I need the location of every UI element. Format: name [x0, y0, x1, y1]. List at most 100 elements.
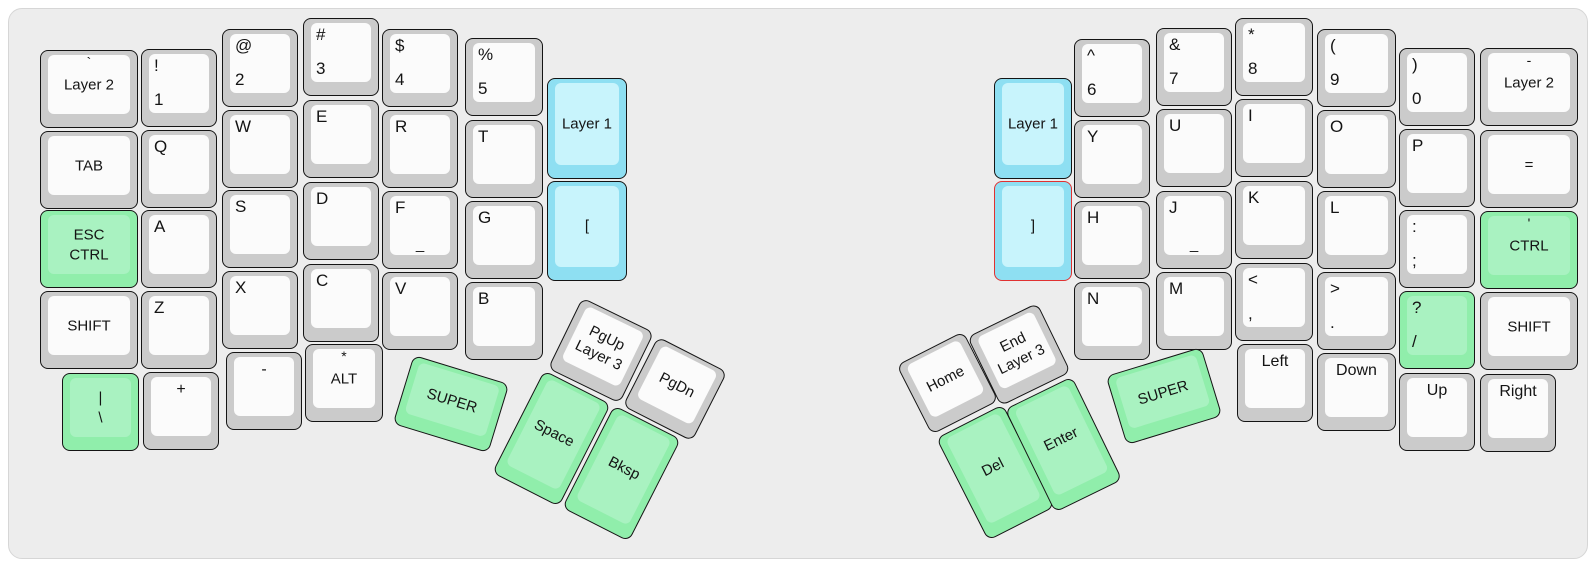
keytop [149, 54, 209, 113]
keytop [473, 206, 535, 265]
key-left-bracket[interactable]: [ [547, 181, 627, 281]
keytop [1002, 83, 1064, 165]
keytop [1325, 196, 1388, 255]
keytop [390, 34, 450, 93]
keytop [1325, 277, 1388, 336]
key-x[interactable]: X [222, 271, 298, 349]
key-e[interactable]: E [303, 100, 379, 178]
key-colon-semicolon[interactable]: :; [1399, 210, 1475, 288]
key-minus[interactable]: - [226, 352, 302, 430]
key-t[interactable]: T [465, 120, 543, 198]
keytop [1488, 216, 1570, 275]
key-v[interactable]: V [382, 272, 458, 350]
keytop [976, 310, 1058, 391]
key-question-slash[interactable]: ?/ [1399, 291, 1475, 369]
key-asterisk-alt[interactable]: *ALT [305, 344, 383, 422]
key-layer1-right[interactable]: Layer 1 [994, 78, 1072, 179]
key-shift-left[interactable]: SHIFT [40, 291, 138, 369]
key-amp-7[interactable]: &7 [1156, 28, 1232, 106]
key-n[interactable]: N [1074, 282, 1150, 360]
key-esc-ctrl[interactable]: ESC CTRL [40, 210, 138, 288]
keytop [390, 277, 450, 336]
key-d[interactable]: D [303, 182, 379, 260]
key-s[interactable]: S [222, 190, 298, 268]
key-percent-5[interactable]: %5 [465, 38, 543, 116]
key-w[interactable]: W [222, 110, 298, 188]
key-b[interactable]: B [465, 282, 543, 360]
key-arrow-down[interactable]: Down [1317, 353, 1396, 431]
keytop [1488, 53, 1570, 112]
key-y[interactable]: Y [1074, 120, 1150, 198]
keytop [149, 215, 209, 274]
key-plus[interactable]: + [143, 372, 219, 450]
key-o[interactable]: O [1317, 110, 1396, 188]
key-shift-right[interactable]: SHIFT [1480, 292, 1578, 370]
keytop [1243, 104, 1305, 163]
keytop [48, 296, 130, 355]
keytop [230, 115, 290, 174]
keytop [1407, 134, 1467, 193]
keytop [48, 136, 130, 195]
key-q[interactable]: Q [141, 130, 217, 208]
keytop [473, 43, 535, 102]
key-f[interactable]: F_ [382, 191, 458, 269]
key-k[interactable]: K [1235, 181, 1313, 259]
key-paren-0[interactable]: )0 [1399, 48, 1475, 126]
key-u[interactable]: U [1156, 109, 1232, 187]
key-a[interactable]: A [141, 210, 217, 288]
key-arrow-up[interactable]: Up [1399, 373, 1475, 451]
key-super-left[interactable]: SUPER [392, 354, 510, 454]
keytop [311, 105, 371, 164]
keytop [1325, 34, 1388, 93]
key-z[interactable]: Z [141, 291, 217, 369]
keytop [311, 23, 371, 82]
keytop [1082, 44, 1142, 103]
key-exclam-1[interactable]: !1 [141, 49, 217, 127]
key-j[interactable]: J_ [1156, 191, 1232, 269]
key-l[interactable]: L [1317, 191, 1396, 269]
keytop [1002, 186, 1064, 267]
key-p[interactable]: P [1399, 129, 1475, 207]
key-greater-period[interactable]: >. [1317, 272, 1396, 350]
key-layer1-left[interactable]: Layer 1 [547, 78, 627, 179]
keytop [1325, 115, 1388, 174]
key-i[interactable]: I [1235, 99, 1313, 177]
key-minus-layer2[interactable]: -Layer 2 [1480, 48, 1578, 126]
key-less-comma[interactable]: <, [1235, 263, 1313, 341]
key-pipe-backslash[interactable]: | \ [62, 373, 139, 451]
keytop [1243, 23, 1305, 82]
keytop [404, 362, 501, 438]
key-tab[interactable]: TAB [40, 131, 138, 209]
key-paren-9[interactable]: (9 [1317, 29, 1396, 107]
keytop [1407, 53, 1467, 112]
keytop [149, 135, 209, 194]
keytop [1243, 268, 1305, 327]
key-h[interactable]: H [1074, 201, 1150, 279]
key-r[interactable]: R [382, 110, 458, 188]
key-arrow-left[interactable]: Left [1237, 344, 1313, 422]
key-grave-layer2[interactable]: `Layer 2 [40, 50, 138, 128]
key-dollar-4[interactable]: $4 [382, 29, 458, 107]
key-arrow-right[interactable]: Right [1480, 374, 1556, 452]
keytop [555, 83, 619, 165]
key-right-bracket[interactable]: ] [994, 181, 1072, 281]
key-super-right[interactable]: SUPER [1105, 346, 1223, 446]
key-hash-3[interactable]: #3 [303, 18, 379, 96]
key-equals[interactable]: = [1480, 130, 1578, 208]
key-caret-6[interactable]: ^6 [1074, 39, 1150, 117]
key-c[interactable]: C [303, 264, 379, 342]
key-asterisk-8[interactable]: *8 [1235, 18, 1313, 96]
keytop [149, 296, 209, 355]
key-g[interactable]: G [465, 201, 543, 279]
keytop [151, 377, 211, 436]
keytop [313, 349, 375, 408]
key-at-2[interactable]: @2 [222, 29, 298, 107]
keytop [1164, 114, 1224, 173]
key-quote-ctrl[interactable]: 'CTRL [1480, 211, 1578, 289]
keytop [311, 187, 371, 246]
keytop [1114, 354, 1211, 430]
keytop [1407, 296, 1467, 355]
key-m[interactable]: M [1156, 272, 1232, 350]
keytop [1164, 196, 1224, 255]
keytop [1082, 287, 1142, 346]
